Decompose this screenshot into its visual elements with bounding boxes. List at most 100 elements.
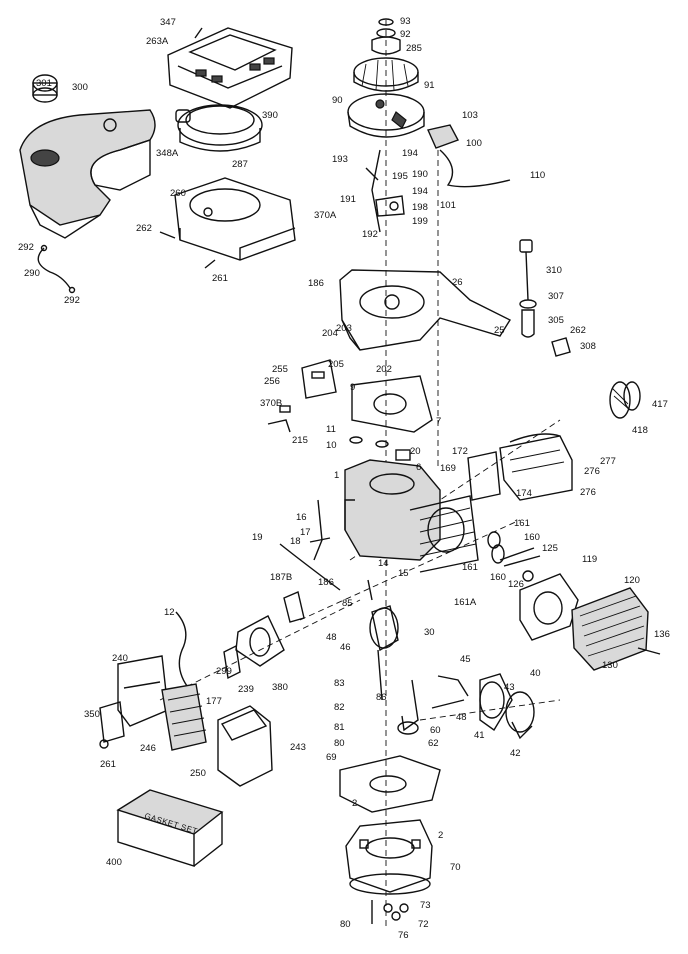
callout-120: 120 xyxy=(624,575,640,586)
callout-186b: 186 xyxy=(318,577,334,588)
callout-2a: 2 xyxy=(352,798,357,809)
callout-261a: 261 xyxy=(212,273,228,284)
callout-103: 103 xyxy=(462,110,478,121)
callout-100: 100 xyxy=(466,138,482,149)
callout-255: 255 xyxy=(272,364,288,375)
callout-18: 18 xyxy=(290,536,301,547)
callout-16: 16 xyxy=(296,512,307,523)
callout-190: 190 xyxy=(412,169,428,180)
callout-160b: 160 xyxy=(490,572,506,583)
callout-48a: 48 xyxy=(326,632,337,643)
callout-161A: 161A xyxy=(454,597,477,608)
callout-277: 277 xyxy=(600,456,616,467)
callout-72: 72 xyxy=(418,919,429,930)
rotating-screen xyxy=(353,57,419,92)
air-cleaner-cover xyxy=(167,27,293,109)
callout-1: 1 xyxy=(334,470,339,481)
callout-15: 15 xyxy=(398,568,409,579)
callout-40: 40 xyxy=(530,668,541,679)
callout-136: 136 xyxy=(654,629,670,640)
cylinder-cover-plates xyxy=(267,359,337,433)
callout-417: 417 xyxy=(652,399,668,410)
callout-198: 198 xyxy=(412,202,428,213)
flywheel xyxy=(347,93,425,138)
governor-arm xyxy=(279,499,341,591)
callout-11: 11 xyxy=(326,424,336,435)
callout-110: 110 xyxy=(530,170,545,181)
callout-2b: 2 xyxy=(438,830,443,841)
callout-43: 43 xyxy=(504,682,515,693)
callout-69: 69 xyxy=(326,752,337,763)
callout-215: 215 xyxy=(292,435,308,446)
callout-80a: 80 xyxy=(334,738,345,749)
callout-195: 195 xyxy=(392,171,408,182)
callout-203: 203 xyxy=(336,323,352,334)
flywheel-nut-and-cup xyxy=(371,18,401,55)
callout-380: 380 xyxy=(272,682,288,693)
air-filter xyxy=(175,104,263,152)
callout-82: 82 xyxy=(334,702,345,713)
callout-263A: 263A xyxy=(146,36,169,47)
callout-86: 86 xyxy=(376,692,387,703)
callout-19: 19 xyxy=(252,532,263,543)
callout-250: 250 xyxy=(190,768,206,779)
callout-276b: 276 xyxy=(580,487,596,498)
callout-85: 85 xyxy=(342,598,353,609)
callout-246: 246 xyxy=(140,743,156,754)
ignition-module xyxy=(427,124,511,188)
callout-46: 46 xyxy=(340,642,351,653)
callout-292b: 292 xyxy=(64,295,80,306)
callout-6: 6 xyxy=(416,462,421,473)
callout-299: 299 xyxy=(216,666,232,677)
callout-194b: 194 xyxy=(412,186,428,197)
callout-160a: 160 xyxy=(524,532,540,543)
callout-347: 347 xyxy=(160,17,176,28)
callout-169: 169 xyxy=(440,463,456,474)
callout-348A: 348A xyxy=(156,148,179,159)
callout-93: 93 xyxy=(400,16,411,27)
callout-17: 17 xyxy=(300,527,311,538)
callout-90: 90 xyxy=(332,95,343,106)
callout-285: 285 xyxy=(406,43,422,54)
callout-10: 10 xyxy=(326,440,337,451)
callout-418: 418 xyxy=(632,425,648,436)
left-hardware xyxy=(37,27,216,294)
cylinder-block xyxy=(344,436,479,573)
gasket-set-box: GASKET SET xyxy=(116,789,224,867)
callout-240: 240 xyxy=(112,653,128,664)
callout-390: 390 xyxy=(262,110,278,121)
callout-305: 305 xyxy=(548,315,564,326)
oil-fill-tube xyxy=(519,239,571,357)
callout-174: 174 xyxy=(516,488,532,499)
callout-186: 186 xyxy=(308,278,324,289)
callout-26: 26 xyxy=(452,277,463,288)
fuel-tank-bracket xyxy=(99,655,169,749)
callout-101: 101 xyxy=(440,200,456,211)
callout-290: 290 xyxy=(24,268,40,279)
callout-125: 125 xyxy=(542,543,558,554)
callout-194a: 194 xyxy=(402,148,418,159)
callout-191: 191 xyxy=(340,194,356,205)
callout-41: 41 xyxy=(474,730,485,741)
cylinder-shield xyxy=(351,375,433,433)
callout-261b: 261 xyxy=(100,759,116,770)
callout-205: 205 xyxy=(328,359,344,370)
callout-256: 256 xyxy=(264,376,280,387)
callout-350: 350 xyxy=(84,709,100,720)
crankcase-gasket xyxy=(339,755,441,813)
head-gasket xyxy=(519,573,579,641)
callout-292a: 292 xyxy=(18,242,34,253)
callout-76: 76 xyxy=(398,930,409,941)
callout-25: 25 xyxy=(494,325,505,336)
callout-300: 300 xyxy=(72,82,88,93)
callout-83: 83 xyxy=(334,678,345,689)
piston-and-connecting-rod xyxy=(397,673,535,740)
exhaust-muffler xyxy=(217,705,273,787)
callout-260: 260 xyxy=(170,188,186,199)
callout-92: 92 xyxy=(400,29,411,40)
callout-202: 202 xyxy=(376,364,392,375)
callout-161a: 161 xyxy=(514,518,530,529)
callout-308: 308 xyxy=(580,341,596,352)
